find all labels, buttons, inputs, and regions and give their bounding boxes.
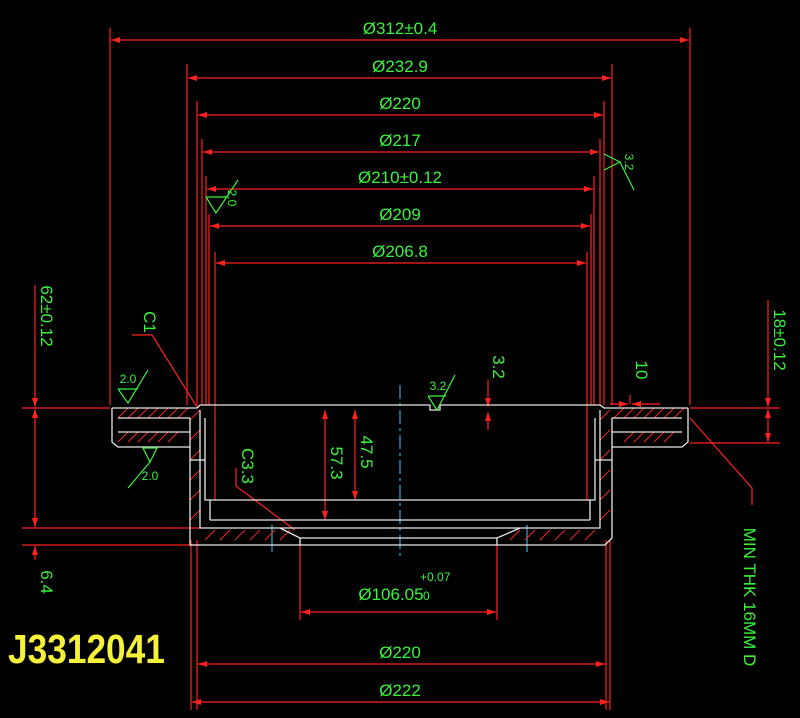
dimension-labels: Ø312±0.4 Ø232.9 Ø220 Ø217 Ø210±0.12 Ø209… bbox=[37, 19, 789, 700]
dim-chamfer-c1: C1 bbox=[140, 311, 159, 333]
extension-lines bbox=[22, 28, 780, 710]
dim-222: Ø222 bbox=[379, 681, 421, 700]
dim-210: Ø210±0.12 bbox=[358, 168, 442, 187]
leader-lines bbox=[132, 334, 753, 531]
dim-top-gap: 3.2 bbox=[489, 355, 508, 379]
roughness-flange-top-value: 2.0 bbox=[120, 372, 137, 386]
part-number-label: J3312041 bbox=[8, 626, 165, 672]
roughness-hat-top-value: 3.2 bbox=[430, 379, 447, 393]
part-section bbox=[111, 404, 689, 546]
dim-206-8: Ø206.8 bbox=[372, 242, 428, 261]
dim-hat-depth-inner: 47.5 bbox=[357, 435, 376, 468]
dim-total-height: 62±0.12 bbox=[37, 285, 56, 346]
roughness-upper-right-value: 3.2 bbox=[622, 154, 636, 171]
vertical-dimension-lines bbox=[32, 285, 771, 560]
dim-220-top: Ø220 bbox=[379, 94, 421, 113]
diameter-dimension-lines bbox=[111, 37, 689, 705]
roughness-upper-left bbox=[205, 179, 239, 215]
centerline bbox=[271, 385, 528, 560]
dim-bore-tol-upper: +0.07 bbox=[420, 570, 451, 584]
dim-217: Ø217 bbox=[379, 131, 421, 150]
dim-outer-diameter: Ø312±0.4 bbox=[363, 19, 438, 38]
dim-hat-diameter: Ø232.9 bbox=[372, 57, 428, 76]
dim-min-thickness: MIN THK 16MM D bbox=[740, 528, 759, 667]
dim-220-bottom: Ø220 bbox=[379, 643, 421, 662]
dim-chamfer-c3-3: C3.3 bbox=[238, 448, 257, 484]
roughness-flange-top bbox=[117, 369, 149, 405]
roughness-flange-bottom bbox=[142, 447, 158, 464]
dim-disc-thickness: 18±0.12 bbox=[770, 309, 789, 370]
roughness-symbols bbox=[117, 153, 635, 489]
dim-rim-width: 10 bbox=[632, 361, 651, 380]
dim-bore-tol-lower: 0 bbox=[423, 589, 430, 603]
dim-209: Ø209 bbox=[379, 205, 421, 224]
roughness-flange-bottom-value: 2.0 bbox=[142, 469, 159, 483]
dim-bore-diameter: Ø106.05 bbox=[358, 585, 423, 604]
dim-hat-depth-outer: 57.3 bbox=[327, 446, 346, 479]
roughness-hat-top bbox=[427, 374, 456, 412]
roughness-upper-left-value: 2.0 bbox=[225, 190, 239, 207]
section-hatching bbox=[117, 407, 685, 541]
dim-hat-thickness: 6.4 bbox=[37, 570, 56, 594]
